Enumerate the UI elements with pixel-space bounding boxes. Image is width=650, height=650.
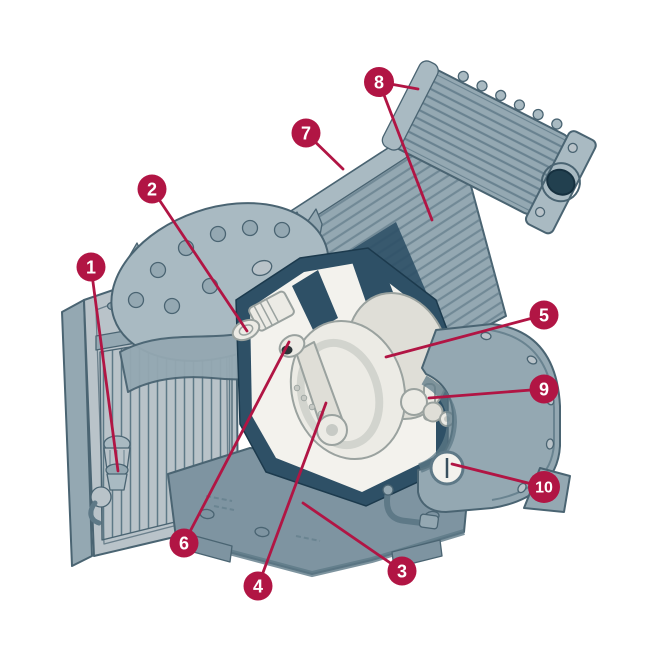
drain-pipe	[382, 484, 440, 530]
callout-3-marker	[387, 556, 417, 586]
callout-3-line-1	[301, 501, 404, 573]
callout-8-line-2	[377, 80, 434, 222]
callout-8-marker	[364, 67, 394, 97]
callout-2-number: 2	[147, 179, 157, 199]
callout-2-line-1	[150, 187, 249, 333]
crankshaft	[278, 291, 455, 461]
callout-3-number: 3	[397, 561, 407, 581]
callout-5-number: 5	[539, 305, 549, 325]
callout-9-number: 9	[539, 379, 549, 399]
callout-5-line-1	[384, 313, 546, 359]
callout-6-marker	[169, 528, 199, 558]
piston-pin	[278, 334, 306, 358]
callout-6-number: 6	[179, 533, 189, 553]
callout-9-marker	[529, 374, 559, 404]
callout-2-marker	[137, 174, 167, 204]
cylinder-head	[381, 60, 597, 235]
callout-1-marker	[76, 252, 106, 282]
callout-7-number: 7	[301, 123, 311, 143]
callout-layer: 1 2 3 4 5 6 7 8 9 10	[76, 67, 560, 601]
callout-6-line-1	[182, 340, 291, 545]
callout-1-line-1	[89, 265, 120, 473]
callout-1-number: 1	[86, 257, 96, 277]
oil-sight-glass	[429, 450, 465, 486]
callout-4-number: 4	[253, 576, 263, 596]
callout-5-marker	[529, 300, 559, 330]
callout-4-line-1	[256, 401, 328, 588]
head-bolt-studs	[457, 70, 563, 130]
callout-8-number: 8	[374, 72, 384, 92]
callout-4-marker	[243, 571, 273, 601]
callout-10-number: 10	[535, 480, 553, 497]
callout-7-marker	[291, 118, 321, 148]
callout-10-marker	[528, 471, 560, 503]
discharge-port	[534, 142, 581, 218]
callout-9-line-1	[427, 387, 546, 400]
